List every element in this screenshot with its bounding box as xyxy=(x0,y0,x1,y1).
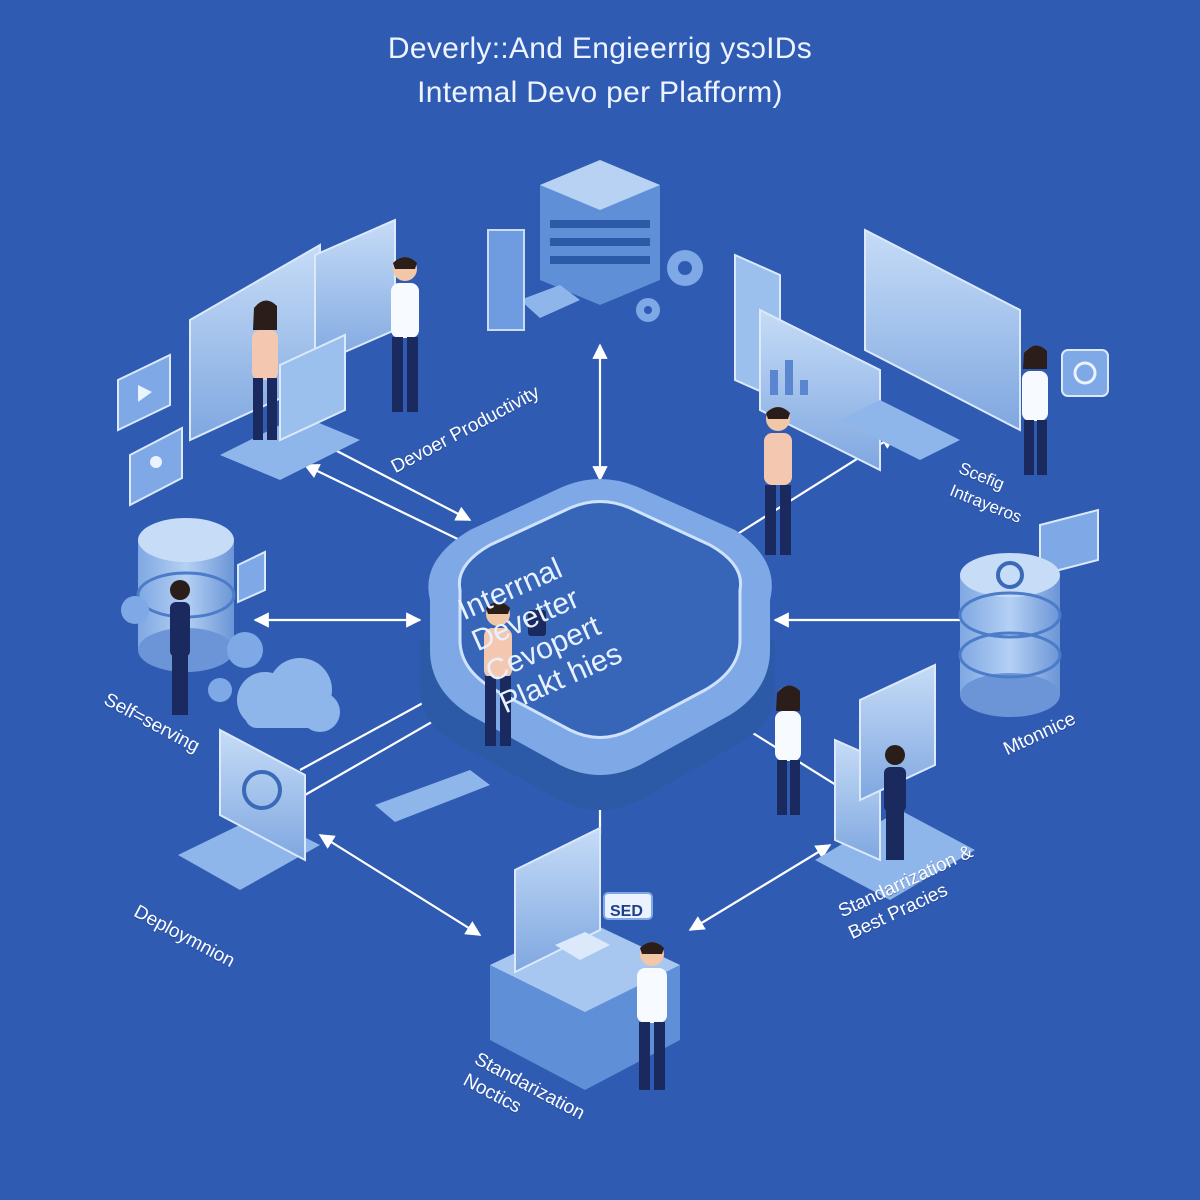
people xyxy=(170,257,1048,1090)
workstation-top-right xyxy=(734,228,1021,472)
arrow-deploy-standard xyxy=(318,834,482,936)
person-left-pointing xyxy=(170,580,190,715)
gear-icon xyxy=(636,250,703,322)
user-icon xyxy=(129,426,183,507)
arrow-hub-topleft xyxy=(303,464,471,546)
workstation-bottom xyxy=(490,826,680,1090)
person-right-stage xyxy=(884,745,906,860)
hub-ramp xyxy=(375,770,490,822)
monitor-icon xyxy=(178,728,320,890)
person-man-bottom xyxy=(637,942,667,1090)
sed-badge: SED xyxy=(610,903,643,920)
server-node-top xyxy=(487,160,660,331)
video-icon xyxy=(117,353,171,432)
diagram-title: Deverly::And Engieerrig ysↄIDs xyxy=(387,32,813,65)
database-icon-right xyxy=(958,553,1062,717)
person-woman-tablet xyxy=(252,300,278,440)
arrow-standard-practices xyxy=(688,844,832,931)
camera-icon xyxy=(1061,349,1109,397)
arrow-topleft-return xyxy=(334,449,472,521)
chart-icon xyxy=(770,360,808,395)
workstation-top-left xyxy=(189,218,396,480)
person-man-standing xyxy=(391,257,419,412)
person-man-tablet xyxy=(764,407,792,555)
chat-icon-left xyxy=(237,550,266,604)
person-man-hub xyxy=(484,602,546,746)
person-woman-phone xyxy=(1022,345,1048,475)
person-woman-right xyxy=(775,685,801,815)
gear-icon-left xyxy=(121,596,263,702)
diagram-subtitle: Intemal Devo per Plafform) xyxy=(417,76,783,109)
connector-arrows xyxy=(253,343,960,936)
cloud-icon xyxy=(237,658,340,732)
